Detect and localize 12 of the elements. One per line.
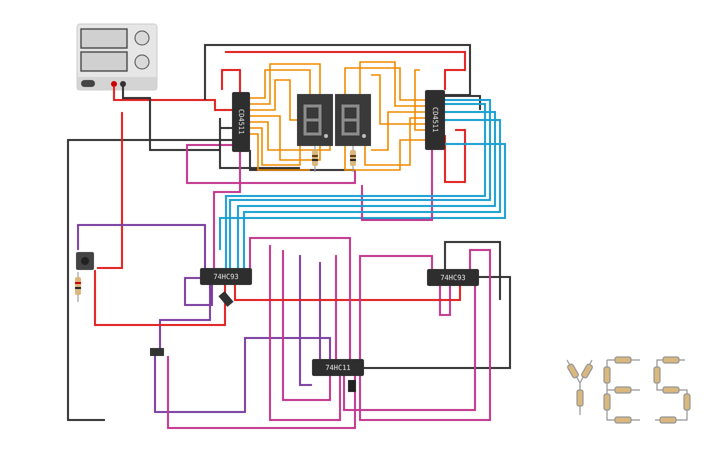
wire	[364, 276, 511, 369]
wire	[343, 286, 476, 411]
wire	[213, 152, 241, 268]
ic-chip	[427, 269, 479, 286]
wire	[359, 249, 491, 421]
ic-chip	[200, 268, 252, 285]
wire	[249, 237, 351, 359]
ic-chip	[425, 90, 445, 150]
wire	[234, 285, 461, 301]
ic-chip	[232, 92, 250, 152]
wire	[359, 255, 433, 359]
ic-chip	[312, 359, 364, 376]
